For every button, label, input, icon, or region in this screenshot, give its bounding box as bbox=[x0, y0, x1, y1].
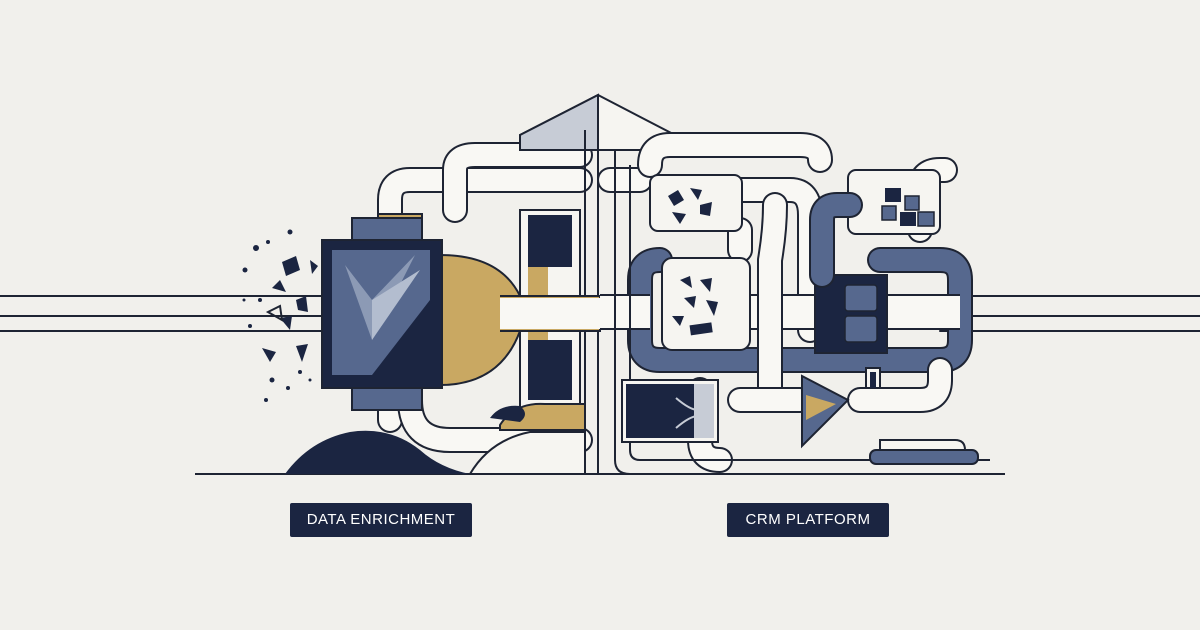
bin-processing bbox=[661, 257, 751, 351]
data-enrichment-label: DATA ENRICHMENT bbox=[290, 503, 472, 537]
crm-monitor bbox=[621, 379, 719, 443]
storage-cabinet bbox=[809, 192, 888, 354]
crm-pipes bbox=[597, 132, 990, 475]
bin-sorted bbox=[847, 169, 941, 235]
bin-unsorted bbox=[649, 174, 743, 232]
base-platform bbox=[869, 439, 979, 465]
base-mound bbox=[285, 430, 470, 474]
enrichment-machine bbox=[321, 213, 443, 411]
crm-platform-label: CRM PLATFORM bbox=[727, 503, 889, 537]
valve bbox=[801, 367, 881, 449]
data-fragments bbox=[242, 229, 318, 402]
fragment-outline bbox=[265, 304, 284, 322]
main-pipe-right bbox=[939, 295, 1200, 332]
